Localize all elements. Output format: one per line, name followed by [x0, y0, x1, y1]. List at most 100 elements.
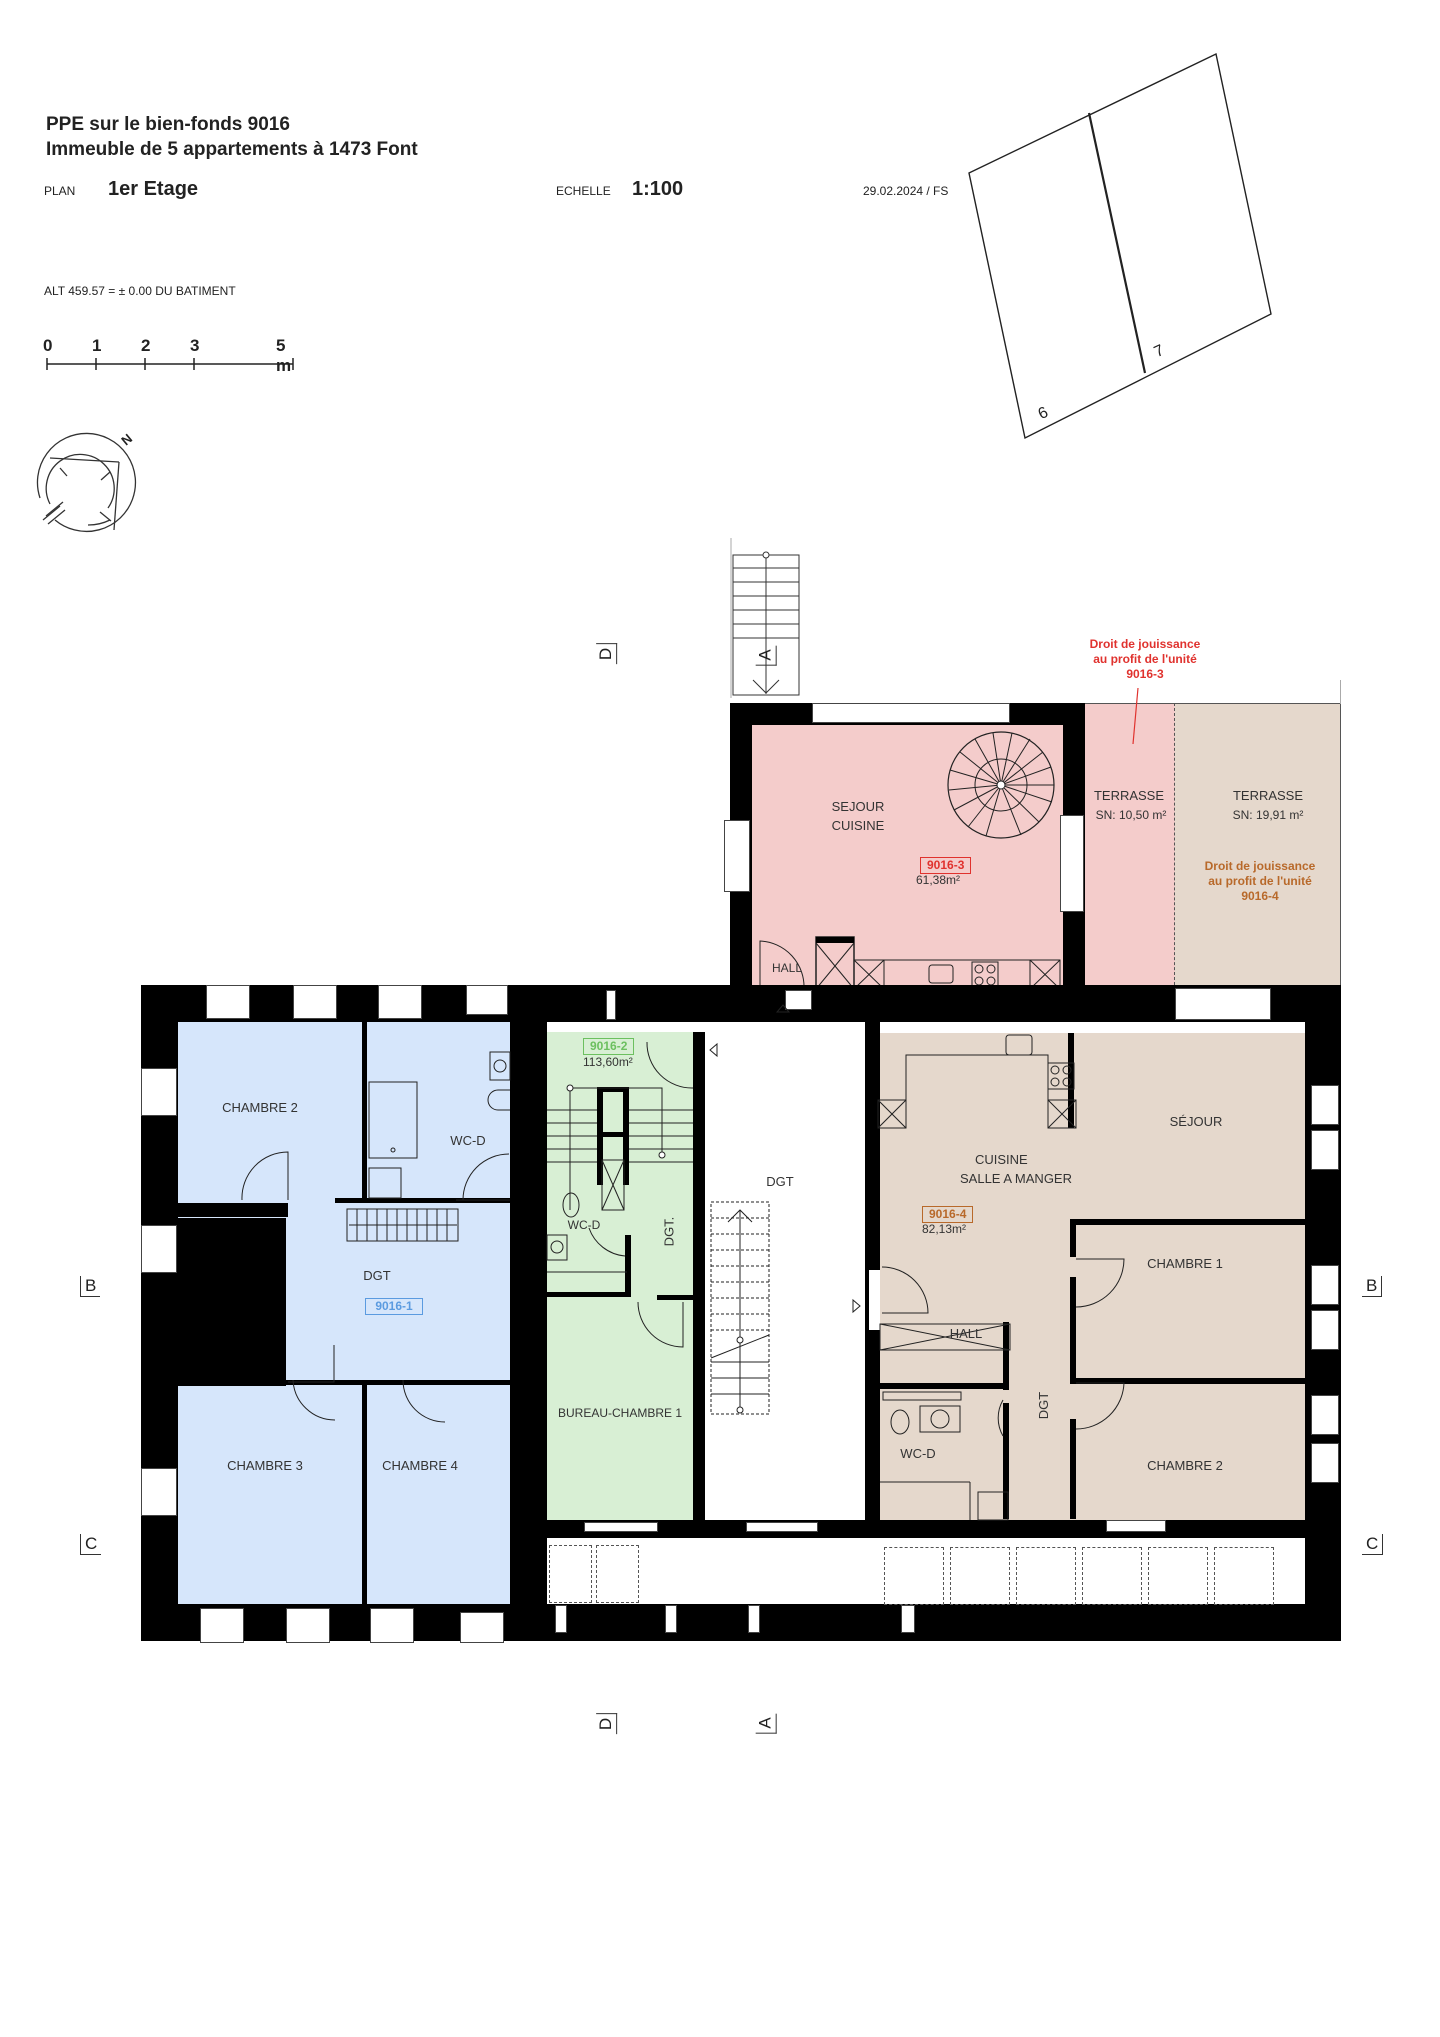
section-marker-b-left: B [80, 1276, 101, 1297]
scale-tick-3: 3 [190, 336, 200, 355]
note-line-1: Droit de jouissance [1089, 637, 1201, 651]
planter-8 [1214, 1547, 1274, 1605]
section-marker-c-right: C [1362, 1534, 1384, 1555]
window-s-4 [460, 1612, 504, 1643]
plan-value: 1er Etage [108, 178, 199, 200]
scale-tick-2: 2 [141, 336, 151, 355]
planter-7 [1148, 1547, 1208, 1605]
dgt-markers [709, 1004, 861, 1314]
parcel-outline [968, 52, 1272, 440]
kitchen-9016-4 [877, 1034, 1077, 1129]
section-marker-d-bottom: D [596, 1712, 618, 1735]
room-label-common-dgt: DGT [766, 1174, 794, 1189]
note-line-2: au profit de l'unité [1208, 874, 1312, 888]
room-label-chambre1-9016-4: CHAMBRE 1 [1147, 1256, 1223, 1271]
wall-chambre1-north [1070, 1219, 1305, 1225]
date-author: 29.02.2024 / FS [863, 184, 949, 198]
window-e-2 [1311, 1130, 1339, 1170]
room-label-dgt-9016-4: DGT [1036, 1391, 1052, 1420]
window-n-beige [1175, 988, 1271, 1020]
spiral-stair-icon [947, 731, 1055, 839]
unit-tag-9016-1: 9016-1 [365, 1298, 423, 1315]
window-s-8 [901, 1605, 915, 1633]
wall-green-bureau [547, 1292, 631, 1297]
wall-wcd-north [880, 1383, 1008, 1389]
terrace-divider [1174, 703, 1175, 990]
section-marker-a-bottom: A [755, 1713, 777, 1734]
door-beige-entry [869, 1270, 880, 1330]
wc-fixtures-9016-2 [546, 1192, 627, 1273]
wall-chambre2-wcd [362, 1022, 367, 1200]
wall-green-shaft-mid [597, 1132, 629, 1137]
wall-wcd-east-b [1003, 1403, 1009, 1519]
room-label-sejour: SEJOUR [831, 799, 885, 814]
common-dgt-area [705, 1008, 865, 1520]
scale-tick-1: 1 [92, 336, 102, 355]
scale-bar-line [46, 358, 294, 370]
window-s-5 [555, 1605, 567, 1633]
unit-tag-9016-2: 9016-2 [583, 1038, 635, 1055]
window-beige-s [1106, 1520, 1166, 1532]
window-e-1 [1311, 1085, 1339, 1125]
wall-wcd-south [335, 1198, 510, 1203]
note-line-2: au profit de l'unité [1093, 652, 1197, 666]
note-line-1: Droit de jouissance [1204, 859, 1316, 873]
title-line-2: Immeuble de 5 appartements à 1473 Font [46, 139, 418, 160]
room-label-wcd-9016-4: WC-D [900, 1446, 936, 1461]
room-label-bureau-9016-2: BUREAU-CHAMBRE 1 [557, 1406, 683, 1420]
room-label-chambre2-9016-1: CHAMBRE 2 [222, 1100, 298, 1115]
window-9016-3-west [724, 820, 750, 892]
planter-6 [1082, 1547, 1142, 1605]
compass-icon [36, 432, 137, 533]
section-marker-c-left: C [80, 1534, 102, 1555]
wall-chambre2-north [1070, 1378, 1305, 1384]
wall-south [141, 1604, 1341, 1641]
planter-2 [596, 1545, 639, 1603]
note-line-3: 9016-3 [1126, 667, 1164, 681]
plan-label: PLAN [44, 184, 76, 198]
terrace-9016-3 [1085, 703, 1175, 990]
section-marker-b-right: B [1362, 1276, 1383, 1297]
window-9016-3-north [812, 703, 1010, 723]
window-w-1 [141, 1068, 177, 1116]
area-9016-4: 82,13m² [922, 1222, 967, 1236]
planter-3 [884, 1547, 944, 1605]
terrace-area-2: SN: 19,91 m² [1232, 808, 1304, 822]
planter-1 [549, 1545, 592, 1603]
wall-chambre2-west [1070, 1419, 1076, 1519]
wall-chambre1-west-b [1070, 1277, 1076, 1381]
title-line-1: PPE sur le bien-fonds 9016 [46, 114, 290, 135]
room-label-hall-9016-4: HALL [949, 1326, 983, 1341]
terrace-label-1: TERRASSE [1093, 788, 1165, 803]
terrace-guide-line [1340, 680, 1341, 704]
balcony-strip [537, 1538, 1315, 1608]
planter-4 [950, 1547, 1010, 1605]
room-label-cuisine: CUISINE [831, 818, 885, 833]
unit-9016-2-area [547, 1032, 693, 1522]
wall-chambre3-4 [362, 1383, 367, 1605]
window-n-2 [293, 985, 337, 1019]
window-e-6 [1311, 1443, 1339, 1483]
room-label-dgt-9016-1: DGT [363, 1268, 391, 1283]
wall-wcd-east-a [1003, 1322, 1009, 1390]
scale-tick-0: 0 [43, 336, 53, 355]
window-dgt-s [746, 1522, 818, 1532]
note-line-3: 9016-4 [1241, 889, 1279, 903]
window-s-1 [200, 1608, 244, 1643]
unit-tag-9016-3: 9016-3 [920, 857, 972, 874]
note-leader-line [1132, 687, 1139, 745]
kitchen-counter-9016-3 [815, 936, 1061, 990]
parcel-map: 6 7 [960, 40, 1280, 450]
window-s-2 [286, 1608, 330, 1643]
room-label-hall-9016-3: HALL [772, 961, 803, 975]
scale-bar: 0 1 2 3 5 m [43, 336, 296, 375]
terrace-area-1: SN: 10,50 m² [1095, 808, 1167, 822]
wcd-fixtures-9016-4 [879, 1266, 1011, 1521]
section-marker-a-top: A [755, 645, 777, 666]
unit-9016-4-area [880, 1033, 1305, 1520]
room-label-salle-a-manger: SALLE A MANGER [960, 1171, 1072, 1186]
wall-chambre1-west-a [1070, 1219, 1076, 1257]
wall-green-shaft [597, 1087, 629, 1092]
wcd-fixtures-9016-1 [368, 1051, 511, 1199]
terrace-note-9016-3: Droit de jouissance au profit de l'unité… [1070, 637, 1220, 682]
